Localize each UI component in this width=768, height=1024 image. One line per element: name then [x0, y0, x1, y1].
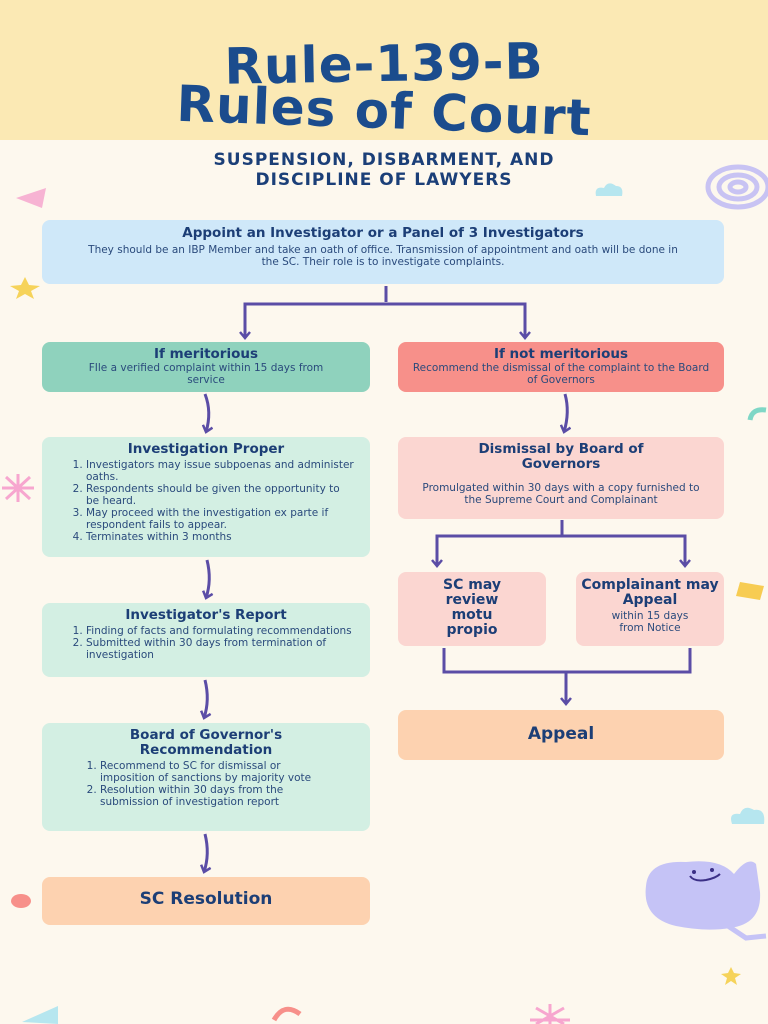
triangle-deco-2-icon: [22, 1006, 58, 1024]
report-heading: Investigator's Report: [125, 607, 287, 623]
appoint-investigator-box: Appoint an Investigator or a Panel of 3 …: [42, 220, 724, 284]
sc-review-heading: SC may review motu propio: [443, 577, 501, 638]
not-meritorious-box: If not meritorious Recommend the dismiss…: [398, 342, 724, 392]
complainant-appeal-text: within 15 days from Notice: [611, 610, 689, 634]
cloud-deco-icon: [595, 183, 623, 196]
investigation-proper-box: Investigation Proper Investigators may i…: [42, 437, 370, 557]
dot-deco-icon: [11, 894, 31, 908]
appeal-heading: Appeal: [527, 724, 595, 744]
investigation-item: May proceed with the investigation ex pa…: [86, 507, 356, 531]
investigator-report-box: Investigator's Report Finding of facts a…: [42, 603, 370, 677]
header-banner: [0, 0, 768, 140]
report-list: Finding of facts and formulating recomme…: [42, 625, 370, 661]
report-item: Submitted within 30 days from terminatio…: [86, 637, 356, 661]
not-meritorious-heading: If not meritorious: [493, 346, 629, 362]
board-heading: Board of Governor's Recommendation: [129, 727, 283, 758]
mascot-deco-icon: [645, 861, 767, 941]
investigation-heading: Investigation Proper: [127, 441, 285, 457]
report-item: Finding of facts and formulating recomme…: [86, 625, 356, 637]
arrow-to-report: [201, 559, 214, 600]
star-deco-icon: [10, 277, 40, 299]
cloud-deco-2-icon: [731, 807, 765, 824]
arrow-to-sc-resolution: [199, 833, 212, 874]
board-item: Recommend to SC for dismissal or imposit…: [100, 760, 320, 784]
investigation-item: Terminates within 3 months: [86, 531, 356, 543]
subtitle-line1: SUSPENSION, DISBARMENT, AND: [213, 150, 555, 170]
dismissal-text: Promulgated within 30 days with a copy f…: [422, 482, 700, 506]
complainant-appeal-heading: Complainant may Appeal: [581, 577, 719, 608]
spiral-deco-icon: [705, 164, 768, 210]
connector-dismissal-split: [435, 534, 687, 566]
meritorious-heading: If meritorious: [153, 346, 259, 362]
dismissal-box: Dismissal by Board of Governors Promulga…: [398, 437, 724, 519]
arrow-to-board: [199, 679, 212, 720]
appoint-text: They should be an IBP Member and take an…: [88, 244, 678, 268]
connector-appeal-merge: [442, 648, 692, 674]
sparkle-deco-2-icon: [530, 1004, 570, 1024]
board-recommendation-box: Board of Governor's Recommendation Recom…: [42, 723, 370, 831]
sparkle-deco-icon: [2, 474, 34, 502]
sc-resolution-heading: SC Resolution: [139, 889, 273, 909]
star-deco-2-icon: [721, 967, 741, 985]
subtitle-line2: DISCIPLINE OF LAWYERS: [255, 170, 513, 190]
connector-appoint-split: [243, 302, 527, 338]
investigation-list: Investigators may issue subpoenas and ad…: [42, 459, 370, 543]
investigation-item: Investigators may issue subpoenas and ad…: [86, 459, 356, 483]
meritorious-box: If meritorious FIle a verified complaint…: [42, 342, 370, 392]
arrow-to-investigation: [201, 393, 214, 434]
dismissal-heading: Dismissal by Board of Governors: [478, 441, 644, 472]
page-subtitle: SUSPENSION, DISBARMENT, AND DISCIPLINE O…: [0, 150, 768, 190]
meritorious-text: FIle a verified complaint within 15 days…: [88, 362, 324, 386]
diamond-deco-icon: [736, 582, 764, 600]
sc-resolution-box: SC Resolution: [42, 877, 370, 925]
board-item: Resolution within 30 days from the submi…: [100, 784, 320, 808]
sc-review-box: SC may review motu propio: [398, 572, 546, 646]
investigation-item: Respondents should be given the opportun…: [86, 483, 356, 507]
appoint-heading: Appoint an Investigator or a Panel of 3 …: [182, 225, 584, 241]
arc-deco-2-icon: [271, 1006, 302, 1022]
appeal-box: Appeal: [398, 710, 724, 760]
arrow-to-dismissal: [559, 393, 572, 434]
arc-deco-icon: [747, 407, 767, 421]
board-list: Recommend to SC for dismissal or imposit…: [42, 760, 370, 808]
triangle-deco-icon: [16, 188, 46, 208]
not-meritorious-text: Recommend the dismissal of the complaint…: [412, 362, 710, 386]
complainant-appeal-box: Complainant may Appeal within 15 days fr…: [576, 572, 724, 646]
